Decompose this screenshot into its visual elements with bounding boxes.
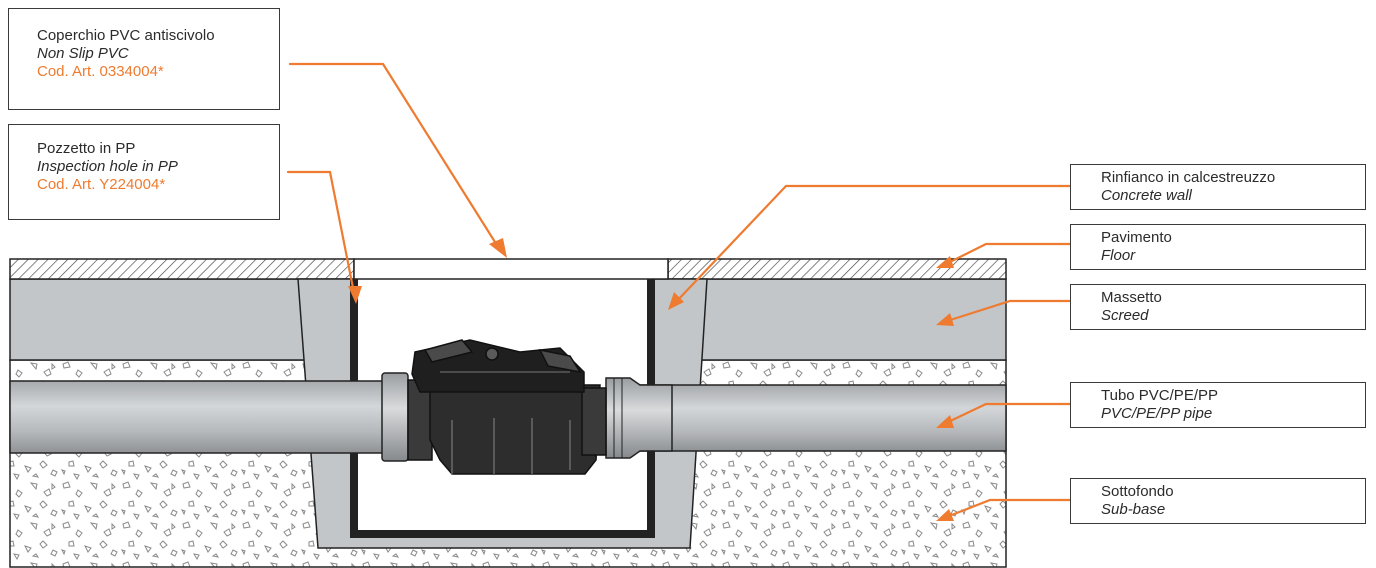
label-well-code: Cod. Art. Y224004* [37, 176, 166, 193]
label-subbase: Sottofondo Sub-base [1070, 478, 1366, 524]
pipe-socket-right [605, 377, 673, 459]
floor-layer-left [9, 258, 355, 280]
leader-line-pipe [942, 402, 1072, 426]
arrowhead-floor [936, 256, 954, 268]
arrowhead-screed [936, 313, 954, 326]
arrowhead-subbase [936, 509, 954, 521]
label-cover-en: Non Slip PVC [37, 45, 129, 62]
label-screed: Massetto Screed [1070, 284, 1366, 330]
label-subbase-en: Sub-base [1101, 501, 1166, 518]
label-wall: Rinfianco in calcestreuzzo Concrete wall [1070, 164, 1366, 210]
leader-line-wall [674, 184, 1072, 304]
label-cover: Coperchio PVC antiscivolo Non Slip PVC C… [8, 8, 280, 110]
label-cover-code: Cod. Art. 0334004* [37, 63, 164, 80]
pipe-right [639, 384, 1007, 452]
label-well-en: Inspection hole in PP [37, 158, 178, 175]
label-floor: Pavimento Floor [1070, 224, 1366, 270]
leader-line-screed [942, 299, 1072, 324]
arrowhead-pipe [936, 415, 954, 428]
label-well-it: Pozzetto in PP [37, 140, 136, 157]
label-floor-it: Pavimento [1101, 229, 1172, 246]
label-well: Pozzetto in PP Inspection hole in PP Cod… [8, 124, 280, 220]
label-cover-it: Coperchio PVC antiscivolo [37, 27, 215, 44]
arrowhead-well [348, 286, 362, 304]
label-wall-it: Rinfianco in calcestreuzzo [1101, 169, 1276, 186]
label-floor-en: Floor [1101, 247, 1136, 264]
leader-line-floor [942, 242, 1072, 267]
pvc-cover [353, 258, 669, 280]
label-pipe: Tubo PVC/PE/PP PVC/PE/PP pipe [1070, 382, 1366, 428]
label-wall-en: Concrete wall [1101, 187, 1192, 204]
leader-line-well [286, 170, 357, 300]
pipe-socket-left [381, 372, 409, 462]
floor-layer-right [667, 258, 1007, 280]
arrowhead-cover [489, 238, 507, 258]
leader-line-subbase [942, 498, 1072, 520]
label-pipe-it: Tubo PVC/PE/PP [1101, 387, 1218, 404]
label-screed-en: Screed [1101, 307, 1149, 324]
pipe-left [9, 380, 391, 454]
leader-line-cover [288, 62, 502, 252]
label-subbase-it: Sottofondo [1101, 483, 1174, 500]
valve-body [407, 339, 607, 475]
arrowhead-wall [668, 292, 684, 310]
label-screed-it: Massetto [1101, 289, 1162, 306]
label-pipe-en: PVC/PE/PP pipe [1101, 405, 1213, 422]
